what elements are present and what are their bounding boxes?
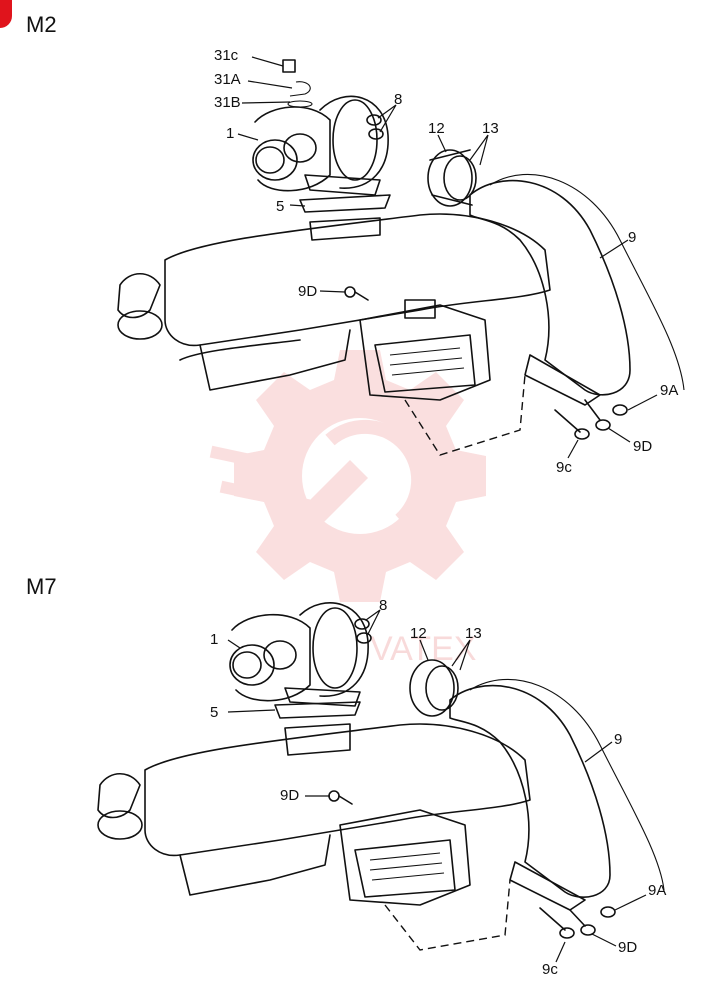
m2-bolt-9d-lower (584, 399, 611, 431)
m7-bolt-9c (539, 907, 575, 939)
m7-callout-5: 5 (210, 704, 218, 721)
section-title-m7: M7 (26, 574, 57, 599)
m2-callout-31b: 31B (214, 94, 241, 111)
m2-turbocharger (252, 59, 389, 196)
m2-callout-9c: 9c (556, 459, 572, 476)
m7-drawing (97, 602, 665, 963)
m7-callout-9c: 9c (542, 961, 558, 978)
m7-elbow-pipe (449, 684, 611, 898)
m7-callout-9d-lower: 9D (618, 939, 637, 956)
m2-nut-lower (368, 128, 384, 140)
m2-nut-upper (366, 114, 382, 126)
m2-bolt-9d-upper (344, 286, 369, 301)
m2-elbow-pipe (469, 179, 631, 396)
m2-callout-9: 9 (628, 229, 636, 246)
m7-manifold (97, 723, 531, 896)
watermark-gear-icon (234, 350, 486, 602)
corner-mark (0, 0, 12, 28)
m2-heat-exchanger (359, 299, 491, 401)
section-title-m2: M2 (26, 12, 57, 37)
watermark-wrench-icon (290, 460, 368, 538)
m2-drawing (117, 56, 685, 459)
m7-callout-9a: 9A (648, 882, 666, 899)
m7-bolt-9d-upper (328, 790, 353, 805)
m7-gasket (274, 701, 361, 719)
m2-callout-1: 1 (226, 125, 234, 142)
m7-callout-8: 8 (379, 597, 387, 614)
m2-callout-12: 12 (428, 120, 445, 137)
m7-callout-12: 12 (410, 625, 427, 642)
m2-callout-8: 8 (394, 91, 402, 108)
m2-callout-5: 5 (276, 198, 284, 215)
m7-callout-9: 9 (614, 731, 622, 748)
m7-callout-1: 1 (210, 631, 218, 648)
m7-turbocharger (229, 602, 369, 707)
m7-callout-9d-upper: 9D (280, 787, 299, 804)
m7-callout-13: 13 (465, 625, 482, 642)
m2-callout-31a: 31A (214, 71, 241, 88)
m7-nut-lower (356, 632, 372, 644)
m2-callout-9d-upper: 9D (298, 283, 317, 300)
m7-washer-9a (600, 906, 616, 918)
m7-nut-upper (354, 618, 370, 630)
m2-manifold (117, 213, 551, 391)
m7-bolt-9d-lower (569, 909, 596, 936)
m7-clamp (409, 659, 459, 717)
m2-callout-13: 13 (482, 120, 499, 137)
m2-washer-9a (612, 404, 628, 416)
m2-callout-9a: 9A (660, 382, 678, 399)
m7-heat-exchanger (339, 809, 471, 906)
m2-clamp (427, 149, 477, 207)
watermark-gear-logo (209, 350, 486, 602)
m2-callout-31c: 31c (214, 47, 239, 64)
m2-bolt-9c (554, 409, 590, 440)
m2-callout-9d-lower: 9D (633, 438, 652, 455)
m2-gasket (299, 194, 391, 213)
